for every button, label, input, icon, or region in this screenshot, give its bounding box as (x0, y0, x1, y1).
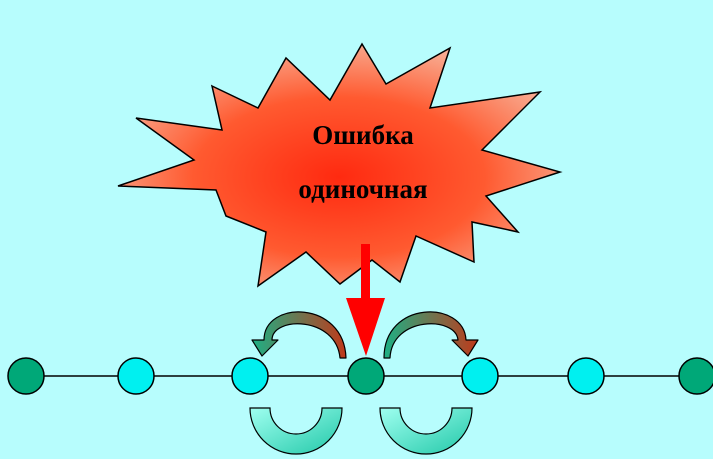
chain-node-2 (117, 357, 155, 395)
chain-node-1 (7, 357, 45, 395)
error-node (347, 357, 385, 395)
burst-title-line1: Ошибка (312, 120, 414, 150)
cup-left (249, 407, 343, 455)
propagation-arrow-right (383, 311, 479, 359)
error-burst-shape (117, 42, 563, 288)
chain-node-7 (678, 357, 713, 395)
error-arrow (346, 244, 385, 356)
cup-right (379, 407, 473, 455)
chain-nodes (7, 357, 713, 395)
chain-node-6 (567, 357, 605, 395)
chain-node-5 (461, 357, 499, 395)
burst-title-line2: одиночная (298, 174, 427, 204)
propagation-arrow-left (251, 311, 347, 359)
chain-node-3 (231, 357, 269, 395)
